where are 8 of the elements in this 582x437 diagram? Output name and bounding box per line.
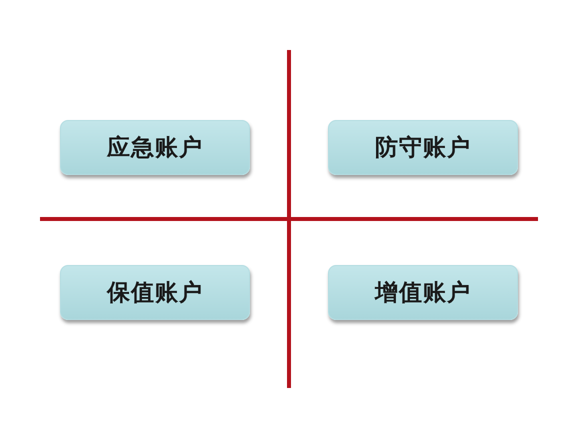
account-box: [60, 265, 250, 320]
account-box: [60, 120, 250, 175]
account-label: 增值账户: [375, 278, 471, 308]
account-box: [328, 120, 518, 175]
account-label: 保值账户: [107, 278, 203, 308]
account-box: [328, 265, 518, 320]
account-label: 防守账户: [375, 133, 471, 163]
account-label: 应急账户: [107, 133, 203, 163]
